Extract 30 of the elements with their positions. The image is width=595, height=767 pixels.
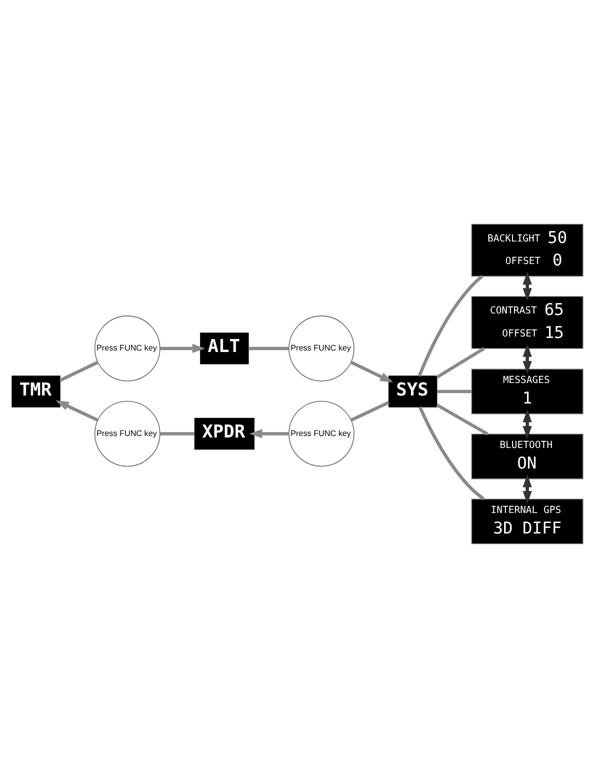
arrow [56, 400, 98, 422]
node-box: CONTRAST 65 OFFSET 15 [471, 296, 584, 348]
node-box: ALT [200, 332, 249, 364]
connector [59, 360, 99, 382]
node-circle: Press FUNC key [288, 400, 354, 466]
connector [248, 346, 289, 350]
node-circle: Press FUNC key [94, 400, 160, 466]
node-box: INTERNAL GPS 3D DIFF [471, 498, 584, 544]
arrow [522, 271, 532, 301]
connector [436, 403, 488, 435]
node-circle: Press FUNC key [94, 315, 160, 381]
connector [436, 346, 485, 378]
arrow [522, 408, 532, 439]
arrow [160, 343, 206, 353]
connector [418, 274, 484, 376]
arrow [522, 343, 532, 374]
node-box: MESSAGES 1 [471, 368, 584, 414]
node-box: BACKLIGHT 50 OFFSET 0 [471, 223, 584, 276]
arrow [249, 428, 289, 438]
node-box: SYS [388, 375, 438, 407]
node-box: XPDR [194, 417, 254, 450]
connector [437, 389, 472, 393]
connector [350, 400, 390, 422]
arrow [522, 474, 532, 504]
node-box: TMR [12, 375, 60, 407]
connector [160, 432, 195, 435]
arrow [350, 360, 394, 382]
node-box: BLUETOOTH ON [471, 433, 584, 479]
node-circle: Press FUNC key [288, 315, 354, 381]
connector [418, 406, 485, 500]
